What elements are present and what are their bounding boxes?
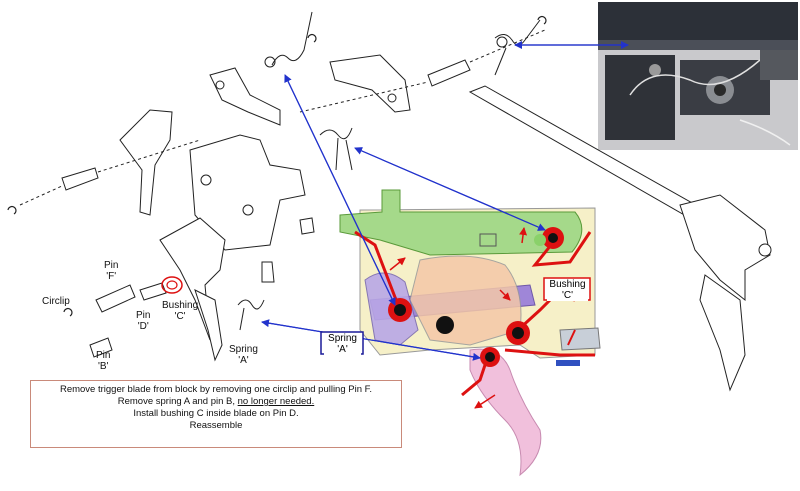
spring-a-box-line1: Spring bbox=[328, 333, 357, 344]
label-pin-d-line1: Pin bbox=[136, 310, 151, 321]
label-pin-d-line2: 'D' bbox=[137, 321, 149, 332]
label-spring-a: Spring 'A' bbox=[229, 344, 258, 366]
instructions-line-2-underlined: no longer needed. bbox=[237, 396, 315, 407]
label-pin-b-line1: Pin bbox=[96, 350, 111, 361]
photo-inset bbox=[598, 2, 798, 150]
label-spring-a-line2: 'A' bbox=[238, 355, 249, 366]
exploded-parts bbox=[19, 11, 772, 392]
callout-arrows bbox=[261, 41, 629, 361]
label-bushing-c: Bushing 'C' bbox=[162, 300, 198, 322]
instructions-line-4: Reassemble bbox=[189, 420, 243, 431]
label-pin-f: Pin 'F' bbox=[104, 260, 118, 282]
label-pin-d: Pin 'D' bbox=[136, 310, 150, 332]
label-spring-a-line1: Spring bbox=[229, 344, 258, 355]
label-bushing-c-line1: Bushing bbox=[162, 300, 199, 311]
label-pin-b: Pin 'B' bbox=[96, 350, 110, 372]
assembled-trigger bbox=[339, 189, 601, 477]
bushing-c-box-line1: Bushing bbox=[549, 279, 586, 290]
label-pin-f-line2: 'F' bbox=[106, 271, 117, 282]
circlips bbox=[7, 16, 547, 317]
bushing-c-part bbox=[161, 276, 183, 294]
spring-a-box-label: Spring 'A' bbox=[324, 333, 361, 355]
bushing-c-box-line2: 'C' bbox=[561, 290, 574, 301]
spring-a-box-line2: 'A' bbox=[337, 344, 348, 355]
instructions-line-2-text: Remove spring A and pin B, bbox=[117, 396, 238, 407]
instructions-line-1: Remove trigger blade from block by remov… bbox=[59, 384, 373, 395]
instructions-line-3: Install bushing C inside blade on Pin D. bbox=[133, 408, 299, 419]
bushing-c-box-label: Bushing 'C' bbox=[547, 279, 588, 301]
label-bushing-c-line2: 'C' bbox=[174, 311, 186, 322]
instructions-line-2: Remove spring A and pin B, no longer nee… bbox=[31, 396, 401, 408]
label-pin-f-line1: Pin bbox=[104, 260, 119, 271]
instructions-box: Remove trigger blade from block by remov… bbox=[30, 380, 402, 448]
label-pin-b-line2: 'B' bbox=[97, 361, 109, 372]
label-circlip: Circlip bbox=[42, 296, 70, 307]
